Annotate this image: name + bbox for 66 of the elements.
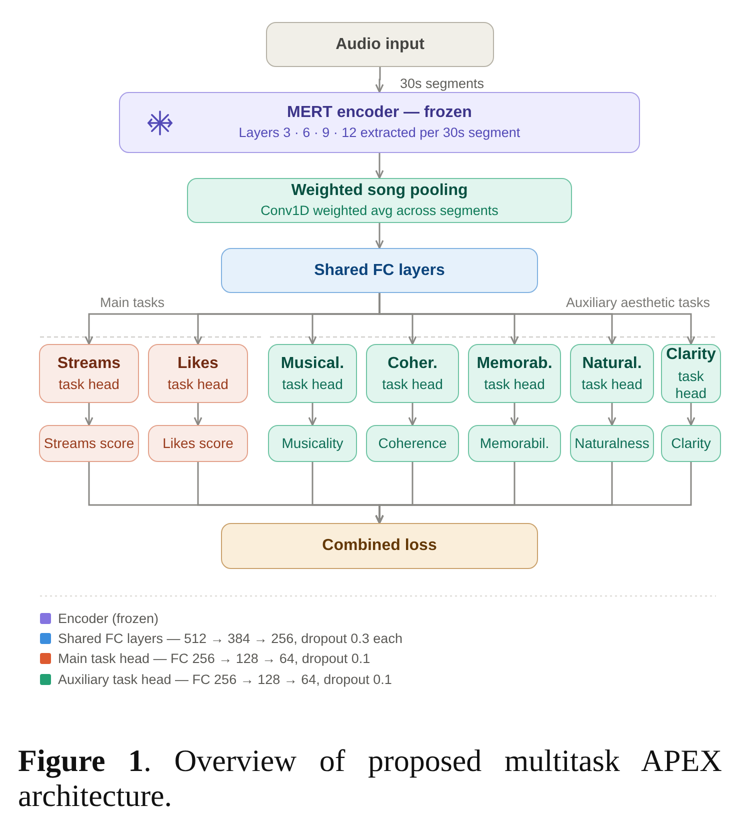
arrow [686, 403, 696, 426]
encoder-box [119, 92, 640, 153]
arrow [375, 223, 384, 249]
arrow [375, 153, 384, 179]
arrow [375, 67, 384, 93]
box-subtitle: task head [58, 376, 120, 394]
figure-caption: Figure 1. Overview of proposed multitask APEX architecture. [18, 743, 722, 813]
arrow [308, 403, 317, 426]
arrow [510, 403, 519, 426]
box-title: Combined loss [322, 536, 437, 556]
score-box [468, 425, 561, 462]
box-label: Clarity [671, 435, 711, 452]
box-title: Musical. [280, 354, 344, 374]
score-box [366, 425, 459, 462]
box-title: MERT encoder — frozen [287, 103, 472, 122]
box-label: Likes score [162, 435, 234, 452]
box-title: Natural. [582, 354, 642, 374]
box-label: Naturalness [574, 435, 650, 452]
arrow [608, 403, 616, 426]
box-label: Memorabil. [480, 435, 550, 452]
task-head-box [39, 344, 139, 403]
box-subtitle: task head [484, 376, 545, 394]
score-box [570, 425, 654, 462]
box-subtitle: task head [168, 376, 228, 394]
task-head-box [268, 344, 357, 403]
box-title: Weighted song pooling [291, 181, 468, 200]
task-head-box [468, 344, 561, 403]
box-label: Coherence [378, 435, 447, 452]
edge-label: 30s segments [398, 76, 486, 92]
box-title: Coher. [388, 354, 438, 374]
loss-box [221, 523, 538, 569]
arrow [194, 403, 202, 426]
score-box [661, 425, 721, 462]
box-subtitle: task head [382, 376, 443, 394]
box-title: Likes [178, 354, 218, 374]
box-title: Shared FC layers [314, 260, 445, 280]
box-label: Musicality [282, 435, 344, 452]
group-label: Auxiliary aesthetic tasks [566, 295, 710, 311]
arrow [84, 403, 94, 426]
box-title: Streams [57, 354, 121, 374]
task-head-box [661, 344, 721, 403]
legend-text: Main task head — FC 256 → 128 → 64, dropout 0.1 [58, 651, 370, 666]
box-subtitle: Layers 3 · 6 · 9 · 12 extracted per 30s segment [238, 125, 520, 142]
legend-text: Encoder (frozen) [58, 610, 159, 626]
legend-text: Shared FC layers — 512 → 384 → 256, dropout 0.3 each [58, 631, 402, 646]
box-label: Streams score [44, 435, 134, 452]
task-head-box [366, 344, 459, 403]
group-label: Main tasks [100, 295, 165, 311]
box-subtitle: task head [674, 368, 708, 402]
arrow [408, 403, 417, 426]
layer-box [221, 248, 538, 293]
box-title: Clarity [666, 345, 716, 365]
score-box [268, 425, 357, 462]
box-subtitle: Conv1D weighted avg across segments [260, 203, 498, 220]
task-head-box [148, 344, 248, 403]
pooling-box [187, 178, 572, 223]
score-box [39, 425, 139, 462]
box-title: Memorab. [476, 354, 552, 374]
box-title: Audio input [336, 34, 424, 54]
task-head-box [570, 344, 654, 403]
legend-text: Auxiliary task head — FC 256 → 128 → 64, dropout 0.1 [58, 672, 392, 687]
arrow [378, 293, 696, 345]
score-box [148, 425, 248, 462]
input-box [266, 22, 494, 67]
box-subtitle: task head [582, 376, 642, 394]
box-subtitle: task head [282, 376, 343, 394]
